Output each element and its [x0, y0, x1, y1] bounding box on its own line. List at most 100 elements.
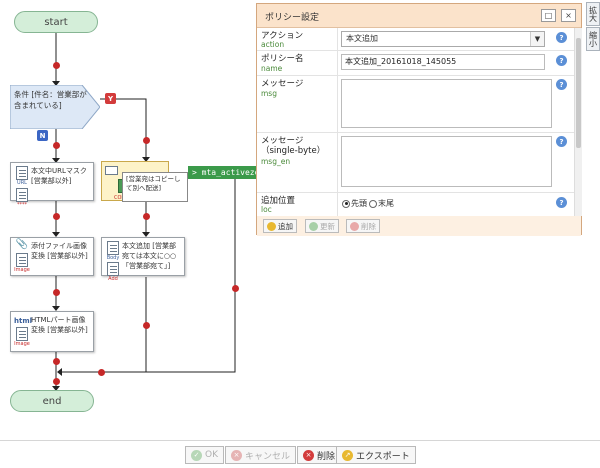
- url-mask-icon: URL ****: [14, 165, 30, 208]
- end-label: end: [42, 395, 62, 407]
- no-branch-tag: N: [37, 130, 48, 141]
- connector-dot[interactable]: [53, 213, 60, 220]
- node-label: HTMLパート画像変換 [営業部以外]: [31, 316, 88, 334]
- delete-button[interactable]: × 削除: [297, 446, 342, 464]
- node-label: 本文追加 [営業部宛ては本文に○○「営業部宛て」]: [122, 242, 177, 270]
- row-loc: 追加位置 loc 先頭 末尾 ?: [257, 193, 574, 216]
- radio-dot: [369, 199, 377, 208]
- copy-icon-caption: COPY: [114, 195, 128, 201]
- dialog-titlebar[interactable]: ポリシー設定 □ ×: [257, 4, 581, 28]
- help-icon[interactable]: ?: [556, 55, 567, 66]
- delete-icon: [350, 221, 359, 231]
- zone-label[interactable]: > mta_activezone: [188, 166, 262, 179]
- radio-dot: [342, 199, 350, 208]
- icon-caption: Image: [14, 341, 30, 347]
- zoom-out-tab[interactable]: 縮小: [586, 27, 600, 51]
- message-single-byte-textarea[interactable]: [341, 136, 552, 187]
- chevron-down-icon: ▼: [530, 32, 544, 46]
- connector-dot[interactable]: [53, 142, 60, 149]
- dialog-form: アクション action 本文追加 ▼ ? ポリシー名 name 本文追加_20…: [257, 28, 574, 216]
- msg-en-label: メッセージ（single-byte）: [261, 136, 326, 156]
- icon-caption: Add: [108, 276, 118, 282]
- delete-policy-button[interactable]: 削除: [346, 219, 380, 233]
- condition-node[interactable]: 条件 [件名：営業部が含まれている]: [10, 85, 100, 129]
- node-label: 本文中URLマスク [営業部以外]: [31, 167, 87, 185]
- action-label: アクション: [261, 31, 304, 41]
- condition-text: 条件 [件名：営業部が含まれている]: [14, 90, 87, 110]
- ok-button-label: OK: [205, 450, 218, 460]
- flow-node-html-image[interactable]: html Image HTMLパート画像変換 [営業部以外]: [10, 311, 94, 352]
- dialog-title: ポリシー設定: [265, 13, 320, 23]
- zoom-in-tab[interactable]: 拡大: [586, 2, 600, 26]
- update-button-label: 更新: [320, 221, 335, 231]
- connector-dot[interactable]: [53, 378, 60, 385]
- connector-dot[interactable]: [143, 137, 150, 144]
- message-textarea[interactable]: [341, 79, 552, 128]
- help-icon[interactable]: ?: [556, 32, 567, 43]
- msg-en-sub: msg_en: [261, 157, 291, 166]
- loc-radio-tail-label: 末尾: [378, 199, 394, 208]
- add-button-label: 追加: [278, 221, 293, 231]
- body-add-icon: Body Add: [105, 240, 121, 282]
- export-icon: ↗: [342, 449, 353, 461]
- msg-label: メッセージ: [261, 79, 304, 89]
- delete-button-label: 削除: [317, 451, 336, 462]
- node-label: 添付ファイル画像変換 [営業部以外]: [31, 242, 88, 260]
- add-button[interactable]: 追加: [263, 219, 297, 233]
- yes-branch-tag: Y: [105, 93, 116, 104]
- connector-dot[interactable]: [53, 62, 60, 69]
- flow-node-attachment-image[interactable]: 📎 Image 添付ファイル画像変換 [営業部以外]: [10, 237, 94, 276]
- delete-icon: ×: [303, 449, 314, 461]
- update-icon: [309, 221, 318, 231]
- loc-radio-tail[interactable]: 末尾: [369, 198, 394, 209]
- ok-button[interactable]: ✓ OK: [185, 446, 224, 464]
- loc-radio-head-label: 先頭: [351, 199, 367, 208]
- dialog-scrollbar[interactable]: [574, 28, 582, 216]
- delete-policy-button-label: 削除: [361, 221, 376, 231]
- attachment-icon: 📎 Image: [14, 239, 30, 274]
- update-button[interactable]: 更新: [305, 219, 339, 233]
- scrollbar-thumb[interactable]: [576, 38, 581, 148]
- action-select[interactable]: 本文追加 ▼: [341, 31, 545, 47]
- start-node[interactable]: start: [14, 11, 98, 33]
- loc-sub: loc: [261, 205, 272, 214]
- export-button-label: エクスポート: [356, 451, 410, 462]
- msg-sub: msg: [261, 89, 277, 98]
- connector-dot[interactable]: [143, 322, 150, 329]
- cancel-button[interactable]: × キャンセル: [225, 446, 297, 464]
- close-button[interactable]: ×: [561, 9, 576, 22]
- help-icon[interactable]: ?: [556, 197, 567, 208]
- html-image-icon: html Image: [14, 314, 33, 347]
- cancel-button-label: キャンセル: [245, 451, 291, 462]
- connector-dot[interactable]: [143, 213, 150, 220]
- action-value: 本文追加: [346, 34, 378, 43]
- flow-node-url-mask[interactable]: URL **** 本文中URLマスク [営業部以外]: [10, 162, 94, 208]
- mail-icon: [105, 166, 118, 175]
- check-icon: ✓: [191, 449, 202, 461]
- row-msg: メッセージ msg ?: [257, 76, 574, 133]
- cancel-icon: ×: [231, 449, 242, 461]
- help-icon[interactable]: ?: [556, 79, 567, 90]
- dialog-footer: 追加 更新 削除: [257, 216, 581, 236]
- connector-dot[interactable]: [53, 358, 60, 365]
- end-node[interactable]: end: [10, 390, 94, 412]
- bottom-toolbar: ✓ OK × キャンセル × 削除 ↗ エクスポート: [0, 440, 600, 468]
- icon-caption: html: [14, 317, 33, 325]
- name-sub: name: [261, 64, 283, 73]
- policy-name-input[interactable]: 本文追加_20161018_145055: [341, 54, 545, 70]
- icon-caption: URL: [17, 180, 27, 186]
- node-tooltip: [営業宛はコピーして別へ配送]: [122, 172, 188, 202]
- export-button[interactable]: ↗ エクスポート: [336, 446, 416, 464]
- maximize-button[interactable]: □: [541, 9, 556, 22]
- policy-dialog: ポリシー設定 □ × アクション action 本文追加 ▼ ? ポリシー名 n…: [256, 3, 582, 236]
- connector-dot[interactable]: [53, 289, 60, 296]
- flow-node-body-add[interactable]: Body Add 本文追加 [営業部宛ては本文に○○「営業部宛て」]: [101, 237, 185, 282]
- add-icon: [267, 221, 276, 231]
- help-icon[interactable]: ?: [556, 136, 567, 147]
- connector-dot[interactable]: [98, 369, 105, 376]
- start-label: start: [44, 16, 68, 28]
- loc-radio-head[interactable]: 先頭: [342, 198, 367, 209]
- row-msg-en: メッセージ（single-byte） msg_en ?: [257, 133, 574, 193]
- icon-caption: ****: [17, 202, 27, 208]
- connector-dot[interactable]: [232, 285, 239, 292]
